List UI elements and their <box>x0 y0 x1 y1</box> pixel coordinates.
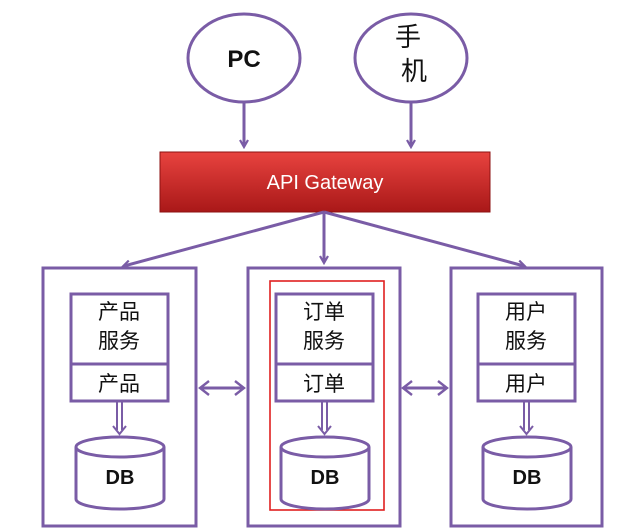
arrow-gateway-to-product <box>124 210 325 266</box>
order-service-box <box>274 292 375 403</box>
order-db-label: DB <box>311 467 340 489</box>
arrow-product-order <box>198 380 246 396</box>
product-db-label: DB <box>106 467 135 489</box>
order-db: DB <box>279 435 371 511</box>
arrow-order-user <box>401 380 449 396</box>
product-service-name-line1: 产品 <box>98 300 140 324</box>
product-service-name-line2: 服务 <box>98 329 140 353</box>
product-service-box <box>69 292 170 403</box>
order-service-name-line1: 订单 <box>303 300 345 324</box>
order-service-container: 订单 服务 订单 DB <box>246 266 402 528</box>
mobile-client-label-line1: 手 <box>395 23 421 53</box>
user-db-label: DB <box>513 467 542 489</box>
arrow-gateway-to-user <box>323 210 524 266</box>
product-db: DB <box>74 435 166 511</box>
pc-client-label: PC <box>227 46 260 73</box>
product-service-container: 产品 服务 产品 DB <box>41 266 198 528</box>
user-service-module: 用户 <box>505 372 547 396</box>
user-service-name-line2: 服务 <box>505 329 547 353</box>
api-gateway-box <box>159 151 491 213</box>
user-service-box <box>476 292 577 403</box>
user-db: DB <box>481 435 573 511</box>
order-service-module: 订单 <box>303 372 345 396</box>
order-service-name-line2: 服务 <box>303 329 345 353</box>
api-gateway-label: API Gateway <box>267 172 384 194</box>
api-gateway: API Gateway <box>159 151 491 213</box>
mobile-client: 手 机 <box>353 12 469 104</box>
user-service-name-line1: 用户 <box>505 300 547 324</box>
pc-client: PC <box>186 12 302 104</box>
user-service-container: 用户 服务 用户 DB <box>449 266 604 528</box>
mobile-client-label-line2: 机 <box>401 57 427 87</box>
product-service-module: 产品 <box>98 372 140 396</box>
